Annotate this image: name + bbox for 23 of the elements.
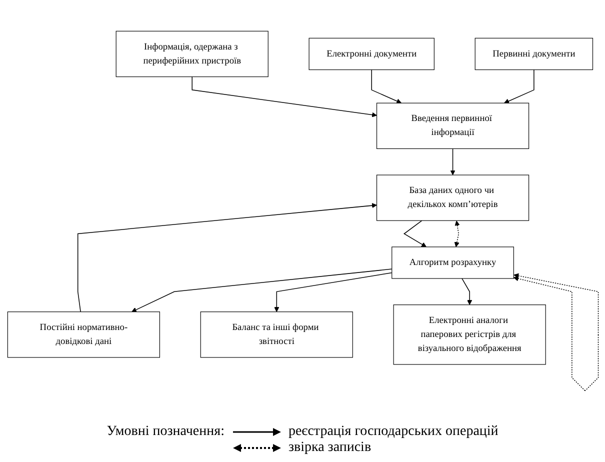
arrow — [461, 278, 472, 306]
legend-text: реєстрація господарських операцій — [288, 424, 498, 440]
node-box: Баланс та інші форми звітності — [200, 312, 352, 358]
arrow — [402, 220, 426, 248]
node-box: Алгоритм розрахунку — [391, 246, 514, 279]
node-box: База даних одного чи декількох комп’ютерів — [376, 174, 529, 221]
arrow — [454, 220, 460, 248]
node-box: Інформація, одержана з периферійних пристроїв — [115, 30, 268, 78]
arrow — [274, 272, 392, 312]
node-box: Введення первинної інформації — [376, 102, 529, 149]
arrow — [504, 69, 534, 104]
legend-text: звірка записів — [288, 440, 372, 456]
legend-heading: Умовні позначення: — [106, 424, 224, 440]
node-box: Постійні нормативно-довідкові дані — [6, 312, 160, 358]
arrow — [191, 76, 376, 118]
arrow — [512, 273, 598, 392]
node-box: Електронні документи — [308, 38, 434, 70]
arrow — [76, 202, 376, 312]
arrow — [131, 268, 392, 312]
arrow — [370, 69, 402, 104]
node-box: Первинні документи — [474, 38, 593, 70]
arrow — [450, 148, 455, 176]
node-box: Електронні аналоги паперових регістрів для візуального відображення — [392, 304, 546, 365]
